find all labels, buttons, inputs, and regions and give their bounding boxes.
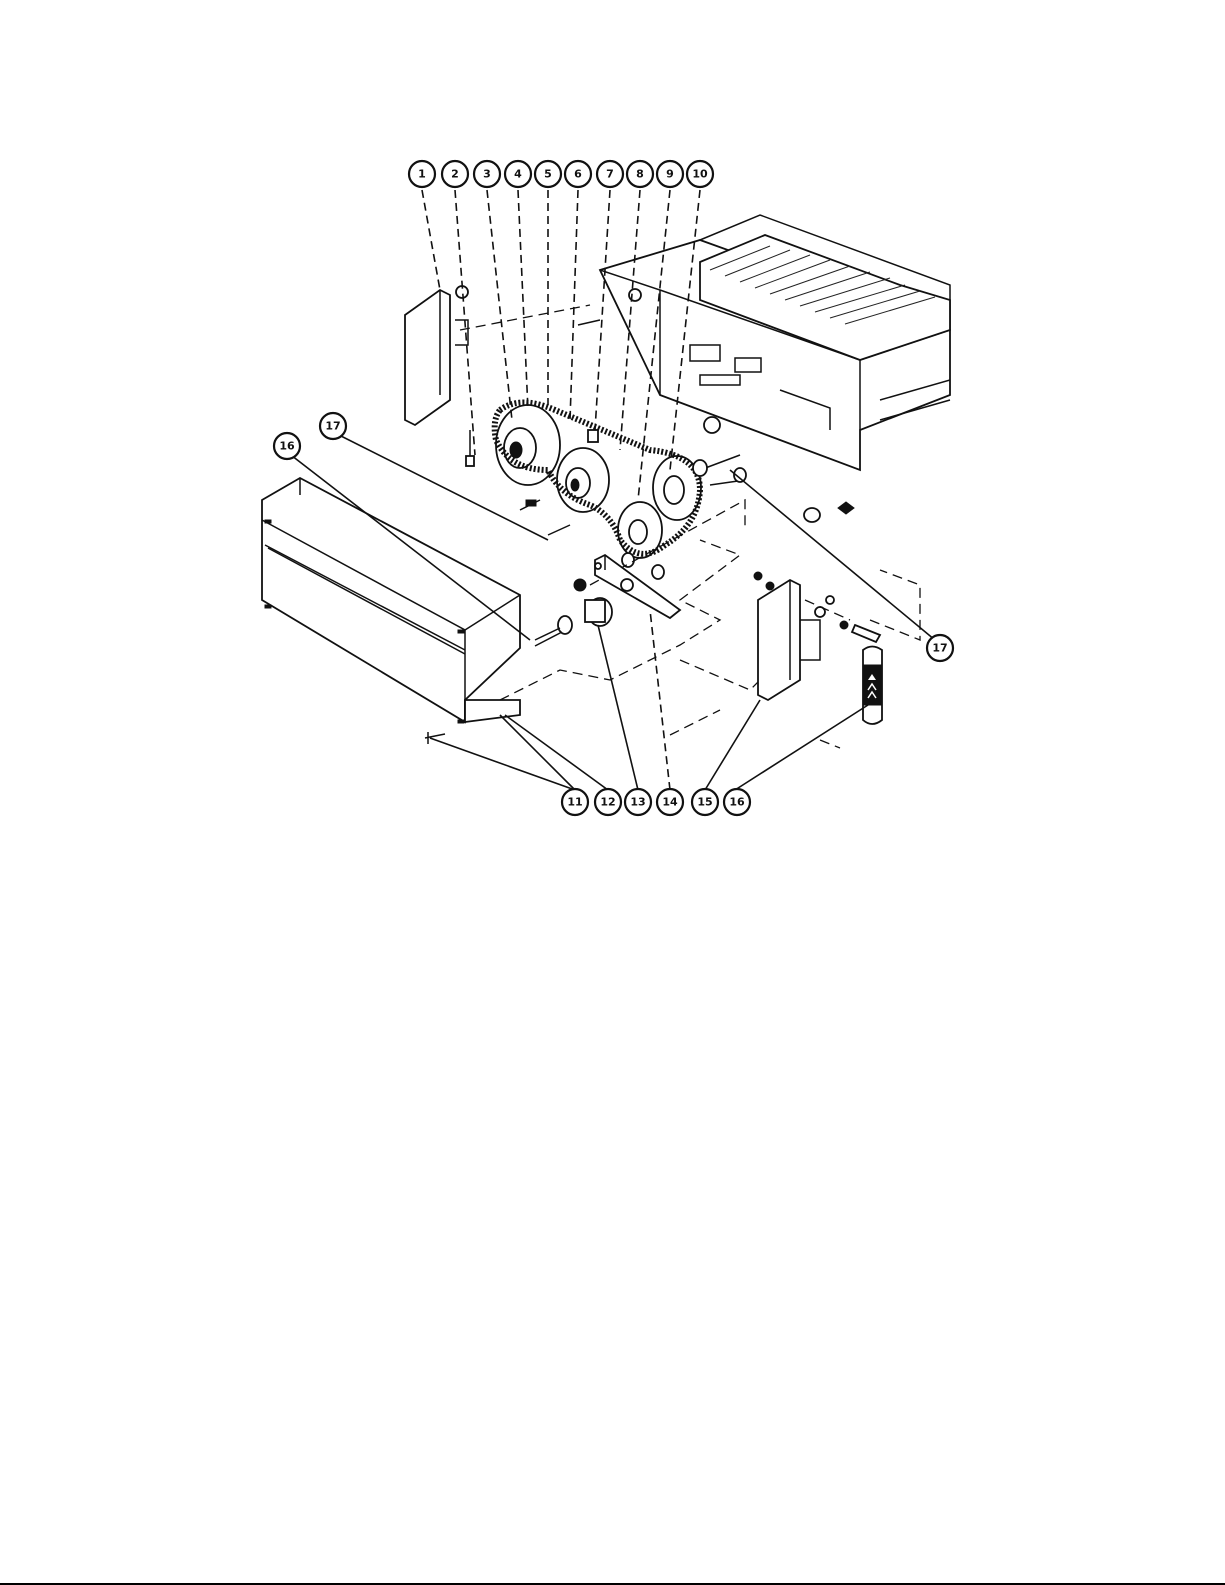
mounting-outline bbox=[500, 540, 920, 748]
callout-12: 12 bbox=[595, 789, 621, 815]
svg-text:1: 1 bbox=[418, 168, 426, 181]
limit-switch bbox=[863, 647, 882, 725]
svg-text:10: 10 bbox=[692, 168, 708, 181]
callout-10: 10 bbox=[687, 161, 713, 187]
svg-text:16: 16 bbox=[279, 440, 295, 453]
svg-text:16: 16 bbox=[729, 796, 745, 809]
svg-text:11: 11 bbox=[567, 796, 582, 809]
motor-mount-bracket bbox=[405, 286, 590, 425]
svg-text:6: 6 bbox=[574, 168, 582, 181]
callout-9: 9 bbox=[657, 161, 683, 187]
svg-text:9: 9 bbox=[666, 168, 674, 181]
callout-14: 14 bbox=[657, 789, 683, 815]
callout-13: 13 bbox=[625, 789, 651, 815]
svg-text:4: 4 bbox=[514, 168, 522, 181]
callout-17-right: 17 bbox=[927, 635, 953, 661]
svg-text:14: 14 bbox=[662, 796, 678, 809]
callout-2: 2 bbox=[442, 161, 468, 187]
callout-11: 11 bbox=[562, 789, 588, 815]
callout-15: 15 bbox=[692, 789, 718, 815]
callout-7: 7 bbox=[597, 161, 623, 187]
svg-text:17: 17 bbox=[325, 420, 340, 433]
driven-sprocket-lower bbox=[618, 502, 662, 558]
callout-16-bottom: 16 bbox=[724, 789, 750, 815]
callout-17-left: 17 bbox=[320, 413, 346, 439]
callout-5: 5 bbox=[535, 161, 561, 187]
callout-4: 4 bbox=[505, 161, 531, 187]
svg-text:17: 17 bbox=[932, 642, 947, 655]
drive-sprocket-large bbox=[496, 405, 560, 485]
callout-6: 6 bbox=[565, 161, 591, 187]
svg-text:8: 8 bbox=[636, 168, 644, 181]
callout-8: 8 bbox=[627, 161, 653, 187]
machine-housing bbox=[600, 215, 950, 470]
callout-3: 3 bbox=[474, 161, 500, 187]
switch-mount-bracket bbox=[754, 572, 880, 700]
svg-text:2: 2 bbox=[451, 168, 459, 181]
svg-text:7: 7 bbox=[606, 168, 614, 181]
svg-text:13: 13 bbox=[630, 796, 645, 809]
chain-guard-cover bbox=[262, 478, 520, 723]
callout-1: 1 bbox=[409, 161, 435, 187]
svg-text:15: 15 bbox=[697, 796, 712, 809]
svg-text:3: 3 bbox=[483, 168, 491, 181]
idler-sprocket bbox=[557, 448, 609, 512]
svg-text:5: 5 bbox=[544, 168, 552, 181]
svg-text:12: 12 bbox=[600, 796, 615, 809]
callout-16-left: 16 bbox=[274, 433, 300, 459]
